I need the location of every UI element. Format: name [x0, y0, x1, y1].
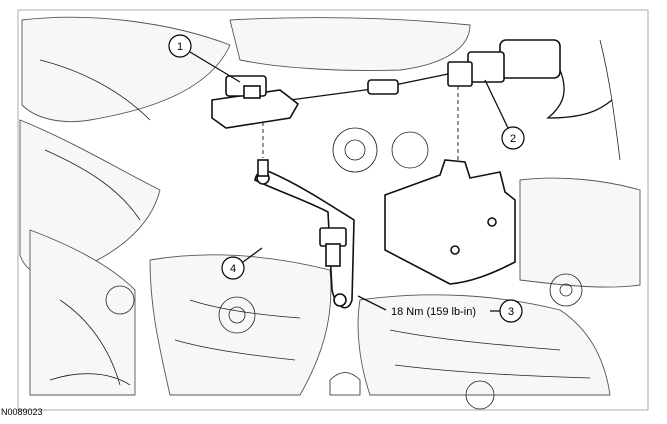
- svg-text:3: 3: [508, 306, 514, 318]
- svg-text:4: 4: [230, 263, 236, 275]
- callout-1: 1: [168, 34, 241, 83]
- mounting-plate: [384, 159, 516, 285]
- harness-connector: [447, 39, 613, 119]
- callout-3: 18 Nm (159 lb-in) 3: [357, 295, 523, 323]
- cable-sleeve: [367, 79, 399, 95]
- callout-2: 2: [484, 79, 525, 150]
- torque-bolt: [319, 227, 347, 267]
- svg-text:1: 1: [177, 41, 183, 53]
- figure-id: N0089023: [1, 407, 43, 417]
- svg-text:2: 2: [510, 133, 516, 145]
- callout-4: 4: [221, 247, 263, 280]
- sensor-connector: [211, 75, 300, 129]
- torque-spec: 18 Nm (159 lb-in): [391, 306, 476, 318]
- mounting-bracket: [254, 159, 355, 309]
